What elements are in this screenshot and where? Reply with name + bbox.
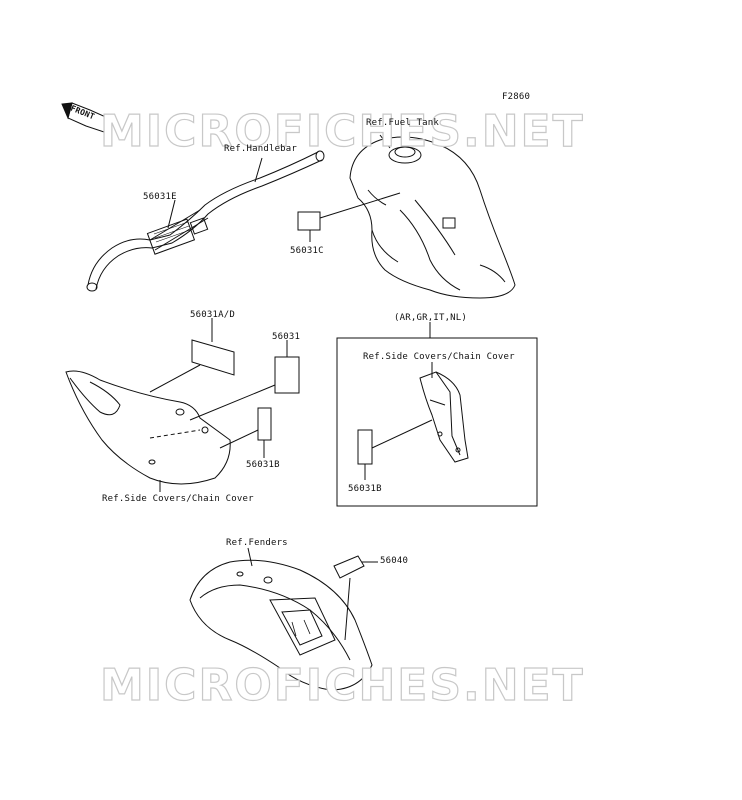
figure-code: F2860	[502, 92, 531, 102]
leader-handlebar	[254, 157, 263, 183]
label-56031C: 56031C	[290, 246, 324, 256]
leader-56031B-part	[219, 429, 259, 449]
leader-56031B-box-part	[371, 419, 433, 449]
label-ref-fuel-tank: Ref.Fuel Tank	[366, 118, 440, 128]
label-56031AD: 56031A/D	[190, 310, 235, 320]
label-ref-side-covers-left: Ref.Side Covers/Chain Cover	[102, 494, 254, 504]
leader-56031AD-part	[149, 364, 201, 393]
label-ref-side-covers-box: Ref.Side Covers/Chain Cover	[363, 352, 515, 362]
leader-56040-part	[344, 577, 351, 641]
leader-56031C	[319, 192, 401, 219]
decals-left	[191, 339, 300, 441]
label-56031B-box: 56031B	[348, 484, 382, 494]
front-arrow-icon	[61, 102, 109, 133]
label-ref-fenders: Ref.Fenders	[226, 538, 288, 548]
watermark-bottom: MICROFICHES.NET	[99, 659, 585, 711]
label-56031B-left: 56031B	[246, 460, 280, 470]
leader-56031-part	[189, 384, 276, 421]
label-56040: 56040	[380, 556, 409, 566]
handlebar-drawing	[86, 150, 325, 292]
leader-56031E	[167, 199, 176, 229]
label-56031E: 56031E	[143, 192, 177, 202]
decal-56040	[333, 555, 365, 579]
label-56031: 56031	[272, 332, 301, 342]
watermark-top: MICROFICHES.NET	[99, 105, 585, 157]
decal-56031C	[297, 211, 321, 231]
region-box	[336, 337, 538, 507]
leader-fuel-tank	[379, 134, 391, 149]
leader-fenders	[247, 547, 253, 567]
decal-56031B-box	[357, 429, 373, 465]
label-region-codes: (AR,GR,IT,NL)	[394, 313, 468, 323]
label-ref-handlebar: Ref.Handlebar	[224, 144, 298, 154]
side-cover-drawing	[65, 370, 231, 485]
rear-fender-drawing	[189, 559, 373, 691]
chain-cover-drawing	[419, 371, 469, 463]
fuel-tank-drawing	[349, 136, 516, 299]
